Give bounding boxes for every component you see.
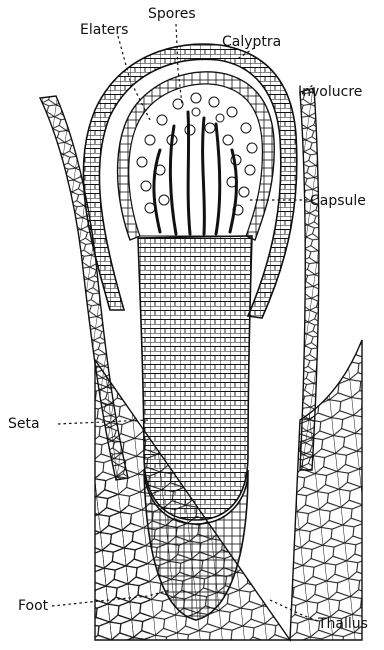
- label-foot: Foot: [18, 598, 49, 614]
- label-seta: Seta: [8, 416, 40, 432]
- label-capsule: Capsule: [310, 193, 366, 209]
- label-thallus: Thallus: [317, 616, 368, 632]
- label-involucre: Involucre: [298, 84, 362, 100]
- label-elaters: Elaters: [80, 22, 128, 38]
- seta: [138, 236, 252, 520]
- label-spores: Spores: [148, 6, 196, 22]
- label-calyptra: Calyptra: [222, 34, 281, 50]
